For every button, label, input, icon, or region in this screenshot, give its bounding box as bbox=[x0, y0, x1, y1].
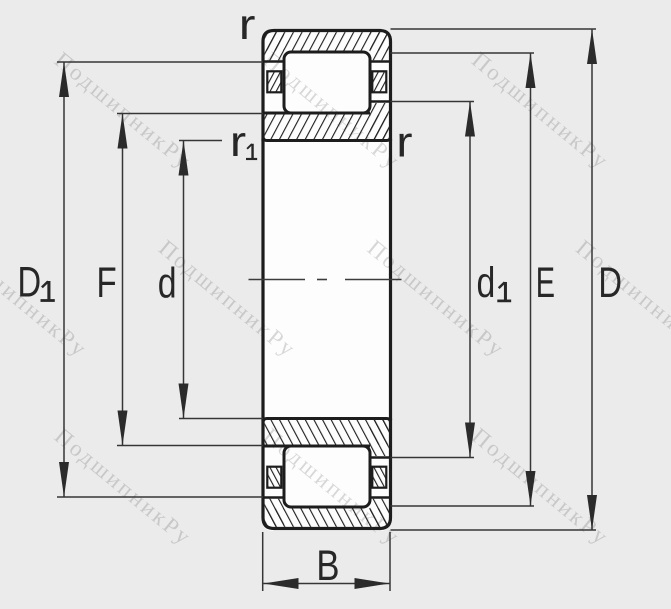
svg-text:D: D bbox=[598, 260, 622, 307]
svg-text:D: D bbox=[18, 259, 42, 306]
svg-text:r: r bbox=[230, 118, 246, 165]
svg-text:E: E bbox=[536, 258, 555, 306]
svg-text:F: F bbox=[97, 260, 117, 307]
svg-text:d: d bbox=[477, 259, 496, 307]
svg-text:B: B bbox=[316, 543, 339, 590]
svg-text:r: r bbox=[396, 118, 412, 165]
svg-text:r: r bbox=[239, 1, 256, 49]
svg-text:d: d bbox=[158, 260, 177, 308]
